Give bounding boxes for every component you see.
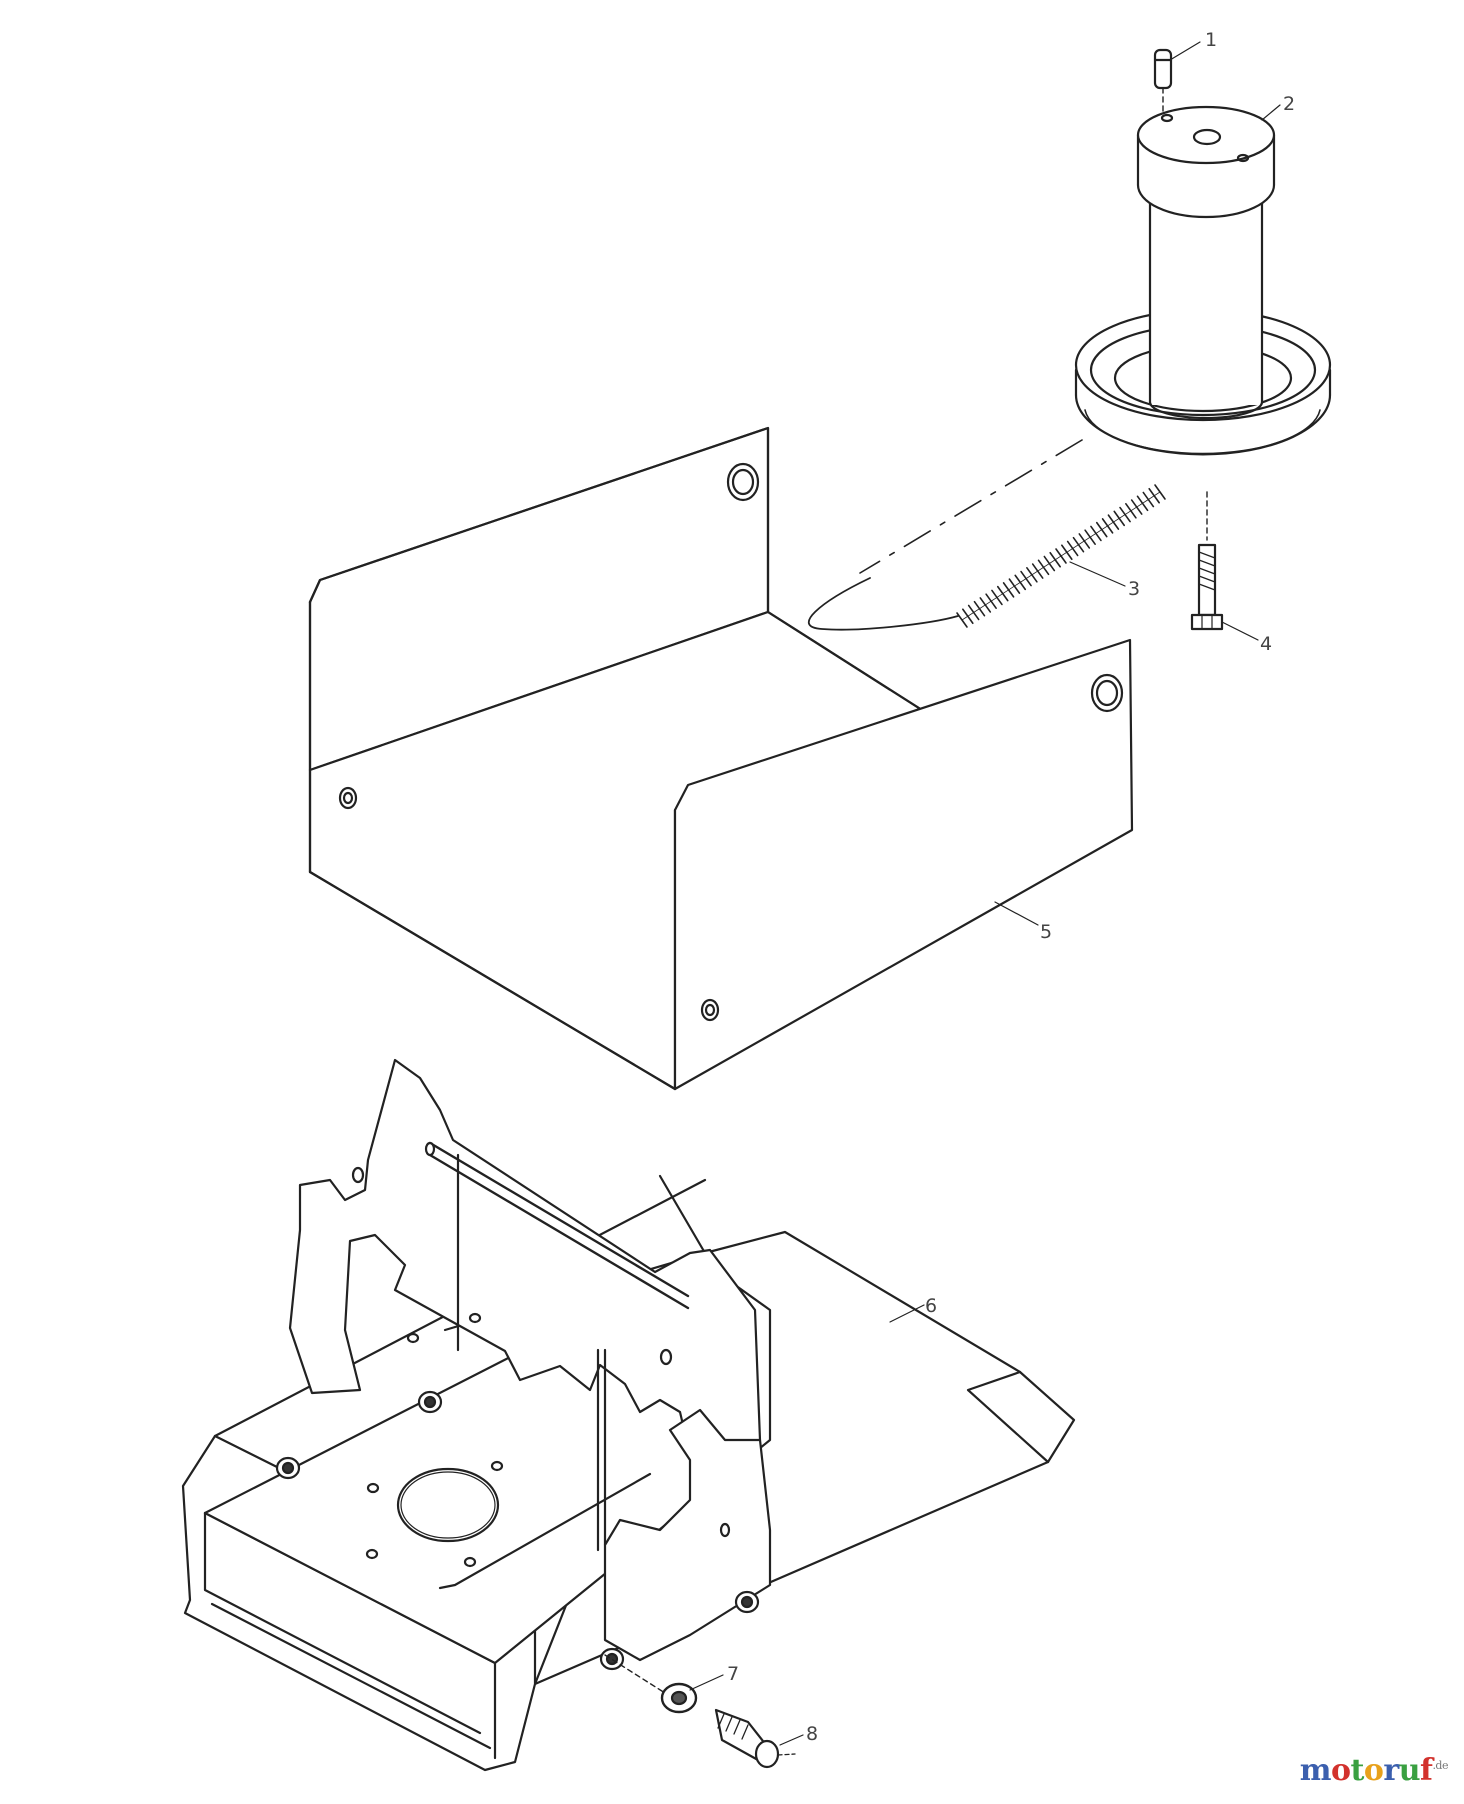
callout-2: 2	[1261, 93, 1295, 121]
washer-part	[604, 1654, 698, 1714]
frame-bolt-center	[740, 1595, 754, 1609]
watermark-letter: o	[1331, 1753, 1351, 1788]
svg-text:3: 3	[1128, 578, 1140, 600]
frame-bolt-center	[605, 1652, 619, 1666]
spindle-pulley-part	[1074, 105, 1332, 456]
callout-1: 1	[1169, 29, 1217, 61]
pin-part	[1153, 48, 1173, 113]
svg-text:5: 5	[1040, 921, 1052, 943]
svg-text:4: 4	[1260, 633, 1272, 655]
callout-6: 6	[889, 1295, 937, 1323]
watermark-letter: r	[1383, 1753, 1399, 1788]
callout-4: 4	[1221, 621, 1272, 655]
bolt-part	[1190, 491, 1224, 631]
callout-8: 8	[779, 1723, 818, 1746]
cover-plate-part	[308, 426, 1134, 1091]
watermark-letter: m	[1299, 1753, 1332, 1788]
svg-text:8: 8	[806, 1723, 818, 1745]
motoruf-watermark: motoruf.de	[1300, 1753, 1449, 1788]
svg-text:2: 2	[1283, 93, 1295, 115]
watermark-letter: u	[1398, 1753, 1421, 1788]
mounting-frame-part	[181, 1058, 1076, 1772]
screw-part	[714, 1708, 796, 1769]
callout-5: 5	[994, 901, 1052, 943]
callout-7: 7	[689, 1663, 739, 1691]
watermark-letter: f	[1420, 1753, 1433, 1788]
svg-text:7: 7	[727, 1663, 739, 1685]
frame-bolt-center	[281, 1461, 295, 1475]
frame-bolt-center	[423, 1395, 437, 1409]
watermark-letter: o	[1363, 1753, 1384, 1788]
spring-part	[808, 439, 1166, 631]
svg-text:1: 1	[1205, 29, 1217, 51]
watermark-logo-text: motoruf	[1300, 1753, 1433, 1788]
svg-text:6: 6	[925, 1295, 937, 1317]
watermark-letter: t	[1350, 1753, 1365, 1788]
callout-3: 3	[1069, 561, 1140, 600]
watermark-suffix: .de	[1432, 1759, 1448, 1772]
